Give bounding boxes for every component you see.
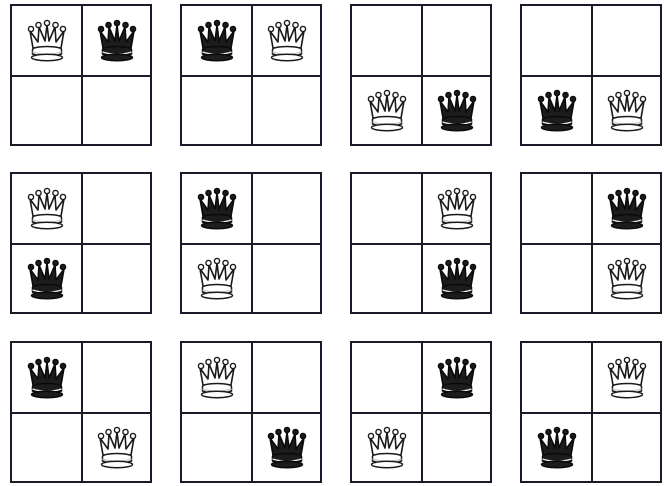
- board-7: [350, 172, 492, 314]
- board-square: [522, 412, 591, 481]
- board-square: [182, 174, 251, 243]
- board-square: [12, 75, 81, 144]
- white-queen-icon: [24, 18, 70, 64]
- board-square: [12, 174, 81, 243]
- board-square: [182, 343, 251, 412]
- white-queen-icon: [264, 18, 310, 64]
- board-square: [81, 412, 150, 481]
- board-10: [180, 341, 322, 483]
- board-square: [591, 75, 660, 144]
- board-3: [350, 4, 492, 146]
- board-square: [81, 75, 150, 144]
- black-queen-icon: [194, 186, 240, 232]
- white-queen-icon: [194, 355, 240, 401]
- board-square: [421, 6, 490, 75]
- board-square: [12, 343, 81, 412]
- board-square: [421, 343, 490, 412]
- white-queen-icon: [194, 256, 240, 302]
- board-square: [81, 343, 150, 412]
- black-queen-icon: [434, 88, 480, 134]
- board-square: [251, 243, 320, 312]
- board-square: [591, 243, 660, 312]
- black-queen-icon: [534, 88, 580, 134]
- board-2: [180, 4, 322, 146]
- board-8: [520, 172, 662, 314]
- board-square: [251, 412, 320, 481]
- board-12: [520, 341, 662, 483]
- board-square: [12, 6, 81, 75]
- board-square: [251, 6, 320, 75]
- black-queen-icon: [264, 425, 310, 471]
- board-square: [421, 243, 490, 312]
- black-queen-icon: [194, 18, 240, 64]
- board-square: [12, 243, 81, 312]
- board-square: [591, 6, 660, 75]
- white-queen-icon: [94, 425, 140, 471]
- board-square: [421, 174, 490, 243]
- board-square: [182, 412, 251, 481]
- board-square: [591, 174, 660, 243]
- black-queen-icon: [24, 355, 70, 401]
- white-queen-icon: [604, 256, 650, 302]
- board-square: [81, 6, 150, 75]
- board-11: [350, 341, 492, 483]
- board-square: [421, 75, 490, 144]
- board-square: [352, 412, 421, 481]
- board-square: [522, 6, 591, 75]
- board-square: [352, 343, 421, 412]
- board-square: [522, 243, 591, 312]
- board-square: [81, 243, 150, 312]
- board-5: [10, 172, 152, 314]
- white-queen-icon: [434, 186, 480, 232]
- board-square: [522, 343, 591, 412]
- board-square: [352, 75, 421, 144]
- white-queen-icon: [364, 88, 410, 134]
- board-4: [520, 4, 662, 146]
- board-9: [10, 341, 152, 483]
- black-queen-icon: [534, 425, 580, 471]
- board-square: [421, 412, 490, 481]
- board-1: [10, 4, 152, 146]
- board-square: [591, 412, 660, 481]
- black-queen-icon: [434, 256, 480, 302]
- black-queen-icon: [24, 256, 70, 302]
- board-square: [182, 75, 251, 144]
- white-queen-icon: [604, 355, 650, 401]
- white-queen-icon: [604, 88, 650, 134]
- board-square: [182, 243, 251, 312]
- board-square: [522, 174, 591, 243]
- board-square: [251, 75, 320, 144]
- white-queen-icon: [24, 186, 70, 232]
- board-square: [12, 412, 81, 481]
- black-queen-icon: [604, 186, 650, 232]
- board-square: [182, 6, 251, 75]
- board-square: [522, 75, 591, 144]
- board-square: [591, 343, 660, 412]
- board-square: [251, 343, 320, 412]
- board-square: [251, 174, 320, 243]
- board-6: [180, 172, 322, 314]
- board-square: [352, 174, 421, 243]
- board-square: [81, 174, 150, 243]
- board-square: [352, 6, 421, 75]
- white-queen-icon: [364, 425, 410, 471]
- black-queen-icon: [434, 355, 480, 401]
- black-queen-icon: [94, 18, 140, 64]
- board-square: [352, 243, 421, 312]
